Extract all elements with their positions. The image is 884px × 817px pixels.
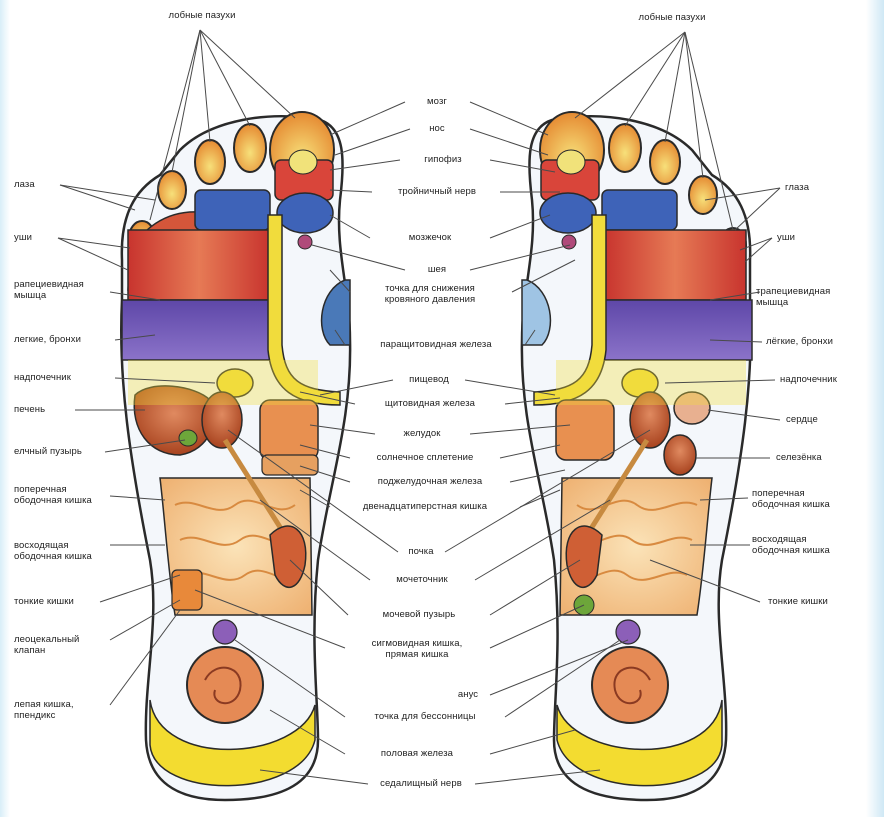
left-anus-dot (213, 620, 237, 644)
right-spleen (664, 435, 696, 475)
right-heel-circle (592, 647, 668, 723)
label-solar-plexus: солнечное сплетение (377, 452, 474, 463)
label-sigmoid: сигмовидная кишка, прямая кишка (372, 638, 463, 660)
label-neck: шея (428, 264, 446, 275)
label-cerebellum: мозжечок (409, 232, 452, 243)
label-brain: мозг (427, 96, 447, 107)
label-ears-left: уши (14, 232, 32, 243)
label-ascending-left: восходящая ободочная кишка (14, 540, 92, 562)
left-pancreas (262, 455, 318, 475)
right-stomach (556, 400, 614, 460)
left-toe-2 (234, 124, 266, 172)
label-adrenal-left: надпочечник (14, 372, 71, 383)
right-eye-band (602, 190, 677, 230)
label-sex-gland: половая железа (381, 748, 453, 759)
right-lungs (604, 300, 752, 360)
label-nose: нос (429, 123, 445, 134)
label-pancreas: поджелудочная железа (378, 476, 483, 487)
right-trapezius (604, 230, 746, 300)
left-eye-band (195, 190, 270, 230)
label-stomach: желудок (404, 428, 441, 439)
label-ureter: мочеточник (396, 574, 448, 585)
left-yellow-mid (128, 360, 318, 405)
label-trapezius-right: трапециевидная мышца (756, 286, 830, 308)
label-parathyroid: паращитовидная железа (380, 339, 492, 350)
label-liver: печень (14, 404, 45, 415)
label-insomnia-point: точка для бессонницы (374, 711, 475, 722)
label-appendix: лепая кишка, ппендикс (14, 699, 74, 721)
label-pressure-point: точка для снижения кровяного давления (385, 283, 476, 305)
left-toe-3 (195, 140, 225, 184)
label-sciatic: седалищный нерв (380, 778, 462, 789)
right-cerebellum (540, 193, 596, 233)
label-eyes-right: глаза (785, 182, 809, 193)
label-frontal-sinuses-left: лобные пазухи (168, 10, 235, 21)
label-gallbladder: елчный пузырь (14, 446, 82, 457)
label-adrenal-right: надпочечник (780, 374, 837, 385)
right-toe-3 (650, 140, 680, 184)
left-trapezius (128, 230, 270, 300)
label-duodenum: двенадцатиперстная кишка (363, 501, 487, 512)
label-pituitary: гипофиз (424, 154, 461, 165)
label-ileocecal: леоцекальный клапан (14, 634, 79, 656)
right-foot (522, 112, 752, 800)
label-esophagus: пищевод (409, 374, 449, 385)
label-transverse-left: поперечная ободочная кишка (14, 484, 92, 506)
right-toe-2 (609, 124, 641, 172)
label-heart: сердце (786, 414, 818, 425)
label-ears-right: уши (777, 232, 795, 243)
left-cerebellum (277, 193, 333, 233)
left-pituitary-dot (289, 150, 317, 174)
label-thyroid: щитовидная железа (385, 398, 475, 409)
label-frontal-sinuses-right: лобные пазухи (638, 12, 705, 23)
label-trigeminal: тройничный нерв (398, 186, 476, 197)
label-lungs-right: лёгкие, бронхи (766, 336, 833, 347)
label-spleen: селезёнка (776, 452, 822, 463)
left-lungs (122, 300, 270, 360)
label-trapezius-left: рапециевидная мышца (14, 279, 84, 301)
label-anus: анус (458, 689, 478, 700)
label-eyes-left: лаза (14, 179, 35, 190)
left-stomach (260, 400, 318, 460)
right-yellow-mid (556, 360, 746, 405)
label-bladder: мочевой пузырь (383, 609, 456, 620)
left-gallbladder (179, 430, 197, 446)
left-heel-circle (187, 647, 263, 723)
label-transverse-right: поперечная ободочная кишка (752, 488, 830, 510)
right-pituitary-dot (557, 150, 585, 174)
label-lungs-left: легкие, бронхи (14, 334, 81, 345)
label-descending-right: восходящая ободочная кишка (752, 534, 830, 556)
label-kidney: почка (408, 546, 433, 557)
left-neck-dot (298, 235, 312, 249)
label-small-int-right: тонкие кишки (768, 596, 828, 607)
left-toe-4 (158, 171, 186, 209)
label-small-int-left: тонкие кишки (14, 596, 74, 607)
right-toe-4 (689, 176, 717, 214)
